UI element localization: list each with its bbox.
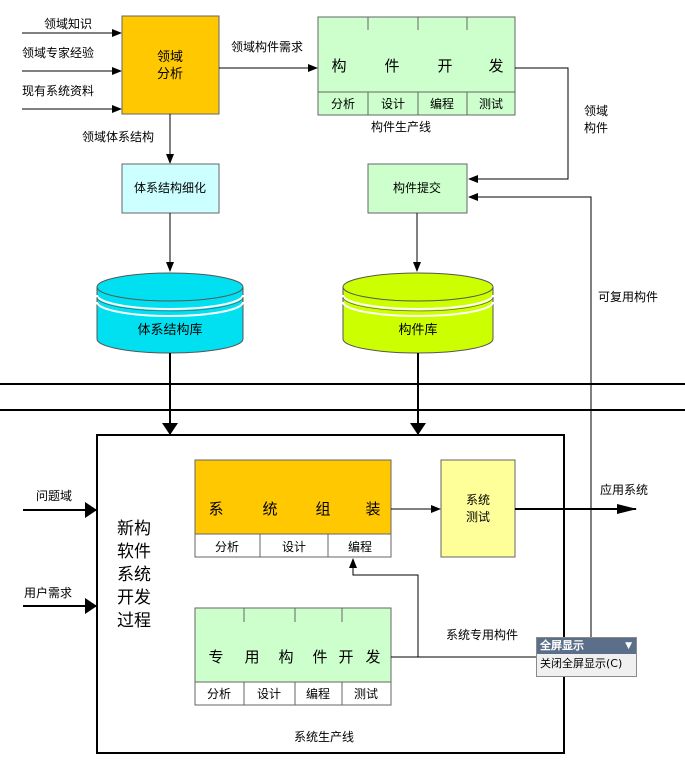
label-domain-architecture: 领域体系结构 — [82, 129, 154, 144]
special-dev-char-4: 件 — [312, 648, 327, 666]
component-submission-label: 构件提交 — [393, 180, 441, 195]
special-dev-char-1: 专 — [208, 648, 223, 666]
special-dev-char-2: 用 — [244, 648, 259, 666]
system-assembly-box — [194, 459, 392, 558]
special-dev-box — [194, 607, 392, 706]
process-frame — [96, 434, 565, 754]
fullscreen-menu-header-label: 全屏显示 — [540, 639, 584, 652]
close-fullscreen-menu-item[interactable]: 关闭全屏显示(C) — [540, 657, 623, 670]
component-repository-label: 构件库 — [398, 322, 437, 338]
special-dev-phase-coding: 编程 — [306, 686, 330, 701]
system-assembly-phase-design: 设计 — [282, 540, 306, 554]
component-dev-char-2: 件 — [384, 57, 399, 75]
domain-analysis-line2: 分析 — [157, 67, 183, 82]
svg-text:开发: 开发 — [117, 588, 151, 608]
label-domain-components-2: 构件 — [584, 120, 608, 135]
fullscreen-context-menu: 全屏显示 ▼ 关闭全屏显示(C) — [536, 637, 637, 677]
label-problem-domain: 问题域 — [36, 489, 72, 503]
special-dev-char-5: 开 — [338, 648, 353, 666]
label-existing-system-materials: 现有系统资料 — [22, 84, 94, 98]
label-domain-expert-experience: 领域专家经验 — [22, 45, 94, 60]
svg-text:过程: 过程 — [117, 611, 151, 631]
svg-text:软件: 软件 — [117, 542, 151, 562]
system-assembly-char-2: 统 — [262, 500, 277, 518]
special-dev-phase-testing: 测试 — [354, 686, 378, 701]
architecture-refinement-box — [121, 163, 220, 214]
label-system-specific-components: 系统专用构件 — [446, 627, 518, 642]
dropdown-arrow-icon[interactable]: ▼ — [625, 641, 632, 651]
fullscreen-menu-header[interactable]: 全屏显示 ▼ — [537, 638, 636, 654]
system-assembly-char-4: 装 — [365, 500, 380, 518]
system-assembly-phase-coding: 编程 — [348, 539, 372, 554]
system-test-line2: 测试 — [466, 509, 490, 524]
component-dev-phase-coding: 编程 — [430, 96, 454, 111]
label-application-system: 应用系统 — [600, 482, 648, 497]
component-dev-phase-design: 设计 — [381, 97, 405, 111]
architecture-repository-cylinder — [96, 272, 244, 354]
component-submission-box — [367, 163, 468, 214]
label-system-production-line: 系统生产线 — [294, 730, 354, 744]
special-dev-char-3: 构 — [278, 648, 293, 666]
label-reusable-components: 可复用构件 — [598, 289, 658, 304]
architecture-repository-label: 体系结构库 — [137, 322, 202, 338]
domain-analysis-box — [121, 15, 220, 115]
label-domain-knowledge: 领域知识 — [44, 17, 92, 31]
input-arrows — [22, 29, 122, 113]
label-domain-component-requirements: 领域构件需求 — [231, 39, 303, 54]
label-component-production-line: 构件生产线 — [371, 119, 431, 134]
system-assembly-phase-analysis: 分析 — [215, 540, 239, 554]
label-domain-components-1: 领域 — [584, 104, 608, 118]
system-test-line1: 系统 — [466, 493, 490, 507]
svg-text:新构: 新构 — [117, 519, 151, 539]
component-dev-phase-analysis: 分析 — [331, 97, 355, 111]
system-assembly-char-1: 系 — [208, 500, 223, 518]
architecture-refinement-label: 体系结构细化 — [134, 180, 206, 195]
new-software-process-label: 新构 软件 系统 开发 过程 — [117, 519, 151, 631]
component-dev-box — [317, 16, 516, 116]
component-dev-phase-testing: 测试 — [479, 96, 503, 111]
component-dev-char-1: 构 — [331, 57, 346, 75]
domain-analysis-line1: 领域 — [157, 50, 183, 65]
component-dev-char-4: 发 — [488, 57, 503, 75]
special-dev-char-6: 发 — [365, 648, 380, 666]
label-user-requirements: 用户需求 — [24, 585, 72, 600]
system-assembly-char-3: 组 — [315, 500, 330, 518]
system-test-box — [440, 459, 516, 558]
component-dev-char-3: 开 — [437, 57, 452, 75]
special-dev-phase-analysis: 分析 — [207, 687, 231, 701]
svg-text:系统: 系统 — [117, 565, 151, 585]
special-dev-phase-design: 设计 — [257, 687, 281, 701]
component-repository-cylinder — [342, 272, 494, 354]
